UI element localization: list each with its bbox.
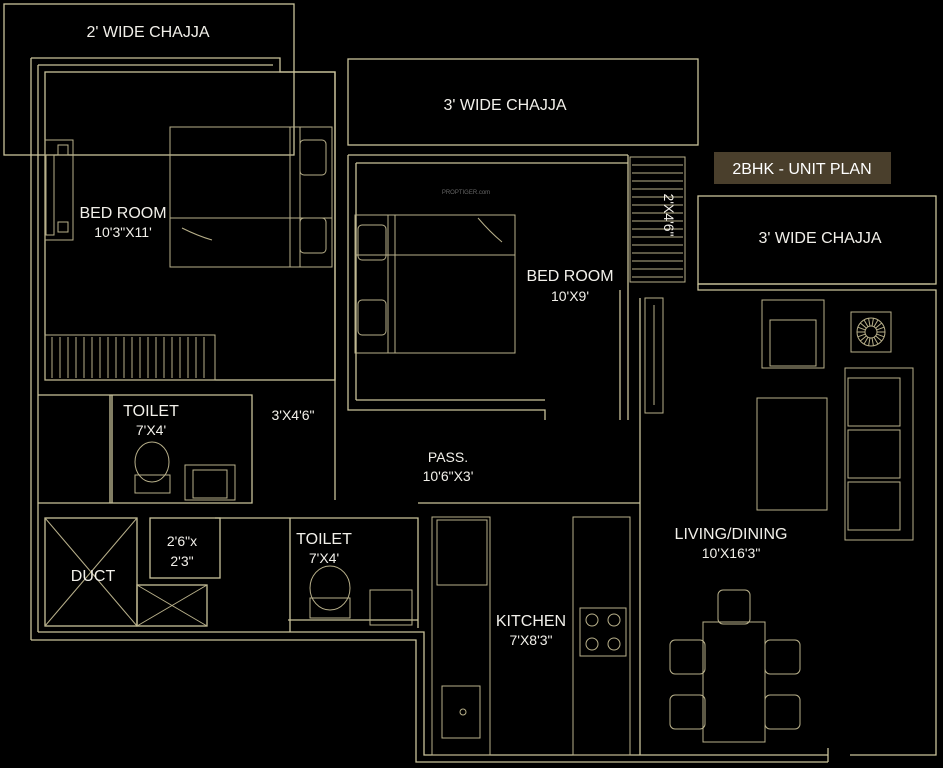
lamp-ray [875, 335, 883, 342]
lamp-ray [859, 335, 867, 342]
dining-chair [764, 694, 801, 730]
store [149, 517, 221, 579]
coffee-table [756, 397, 828, 511]
pillow [299, 217, 327, 254]
bedroom-2-name: BED ROOM [526, 268, 613, 285]
kitchen-name: KITCHEN [496, 613, 566, 630]
lamp-ray [873, 336, 879, 345]
counter-left [431, 516, 491, 756]
bedroom-1-name: BED ROOM [79, 205, 166, 222]
duct [44, 517, 208, 627]
toilet-1 [38, 394, 253, 504]
watermark: PROPTIGER.com [442, 190, 490, 196]
counter-right [572, 516, 631, 756]
sink [441, 685, 481, 739]
chajja-top-mid-label: 3' WIDE CHAJJA [443, 97, 566, 114]
fridge [436, 519, 488, 586]
dining-chair [764, 639, 801, 675]
store-dim-line2: 2'3" [170, 553, 193, 569]
wardrobe-1 [44, 334, 216, 381]
pillow [357, 299, 387, 336]
lamp-ray [863, 319, 869, 328]
bedroom-1-size: 10'3"X11' [94, 224, 152, 240]
dining-chair [669, 639, 706, 675]
living-dining [639, 298, 914, 743]
wc [134, 441, 170, 483]
title-chip: 2BHK - UNIT PLAN [714, 152, 891, 184]
window-left [44, 139, 74, 241]
window-bed2 [644, 297, 664, 414]
living-size: 10'X16'3" [702, 545, 761, 561]
lamp-ray [863, 336, 869, 345]
bedroom-1 [44, 71, 336, 381]
duct-name: DUCT [71, 568, 116, 585]
sofa [844, 367, 914, 541]
wash-basin [184, 464, 236, 501]
bed-2 [354, 214, 516, 354]
balcony-niche [629, 156, 686, 283]
toilet-2 [215, 517, 419, 632]
wardrobe-niche-dim: 3'X4'6" [271, 407, 314, 423]
chajja-top-left [3, 3, 295, 156]
kitchen-size: 7'X8'3" [509, 632, 552, 648]
toilet-2-name: TOILET [296, 531, 352, 548]
lamp-ray [868, 318, 871, 327]
chajja-top-mid [347, 58, 699, 146]
wc [309, 565, 351, 611]
bedroom-2 [347, 154, 686, 420]
balcony-niche-dim: 2'X4'6" [661, 193, 677, 236]
lamp-ray [875, 322, 883, 329]
lamp-ray [876, 326, 885, 331]
kitchen [418, 502, 641, 756]
bed-1 [169, 126, 333, 268]
lamp-ray [857, 333, 866, 338]
lamp-ray [859, 322, 867, 329]
side-table [850, 311, 892, 353]
chajja-right-label: 3' WIDE CHAJJA [758, 230, 881, 247]
toilet-1-name: TOILET [123, 403, 179, 420]
living-name: LIVING/DINING [675, 526, 788, 543]
pillow [357, 224, 387, 261]
chajja-top-left-label: 2' WIDE CHAJJA [86, 24, 209, 41]
hob [579, 607, 627, 657]
toilet-2-size: 7'X4' [309, 550, 339, 566]
armchair [761, 299, 825, 369]
lamp-ray [873, 319, 879, 328]
lamp-ray [857, 326, 866, 331]
lamp-ray [871, 337, 874, 346]
bedroom-2-size: 10'X9' [551, 288, 589, 304]
lamp-ray [868, 337, 871, 346]
lamp-ray [871, 318, 874, 327]
pillow [299, 139, 327, 176]
plan-title: 2BHK - UNIT PLAN [732, 161, 871, 178]
dining-chair [669, 694, 706, 730]
toilet-1-size: 7'X4' [136, 422, 166, 438]
wash-basin [369, 589, 413, 626]
pass-size: 10'6"X3' [423, 468, 474, 484]
lamp-ray [876, 333, 885, 338]
store-dim-line1: 2'6"x [167, 533, 197, 549]
dining-table [702, 621, 766, 743]
pass-name: PASS. [428, 449, 468, 465]
dining-chair [717, 589, 751, 625]
